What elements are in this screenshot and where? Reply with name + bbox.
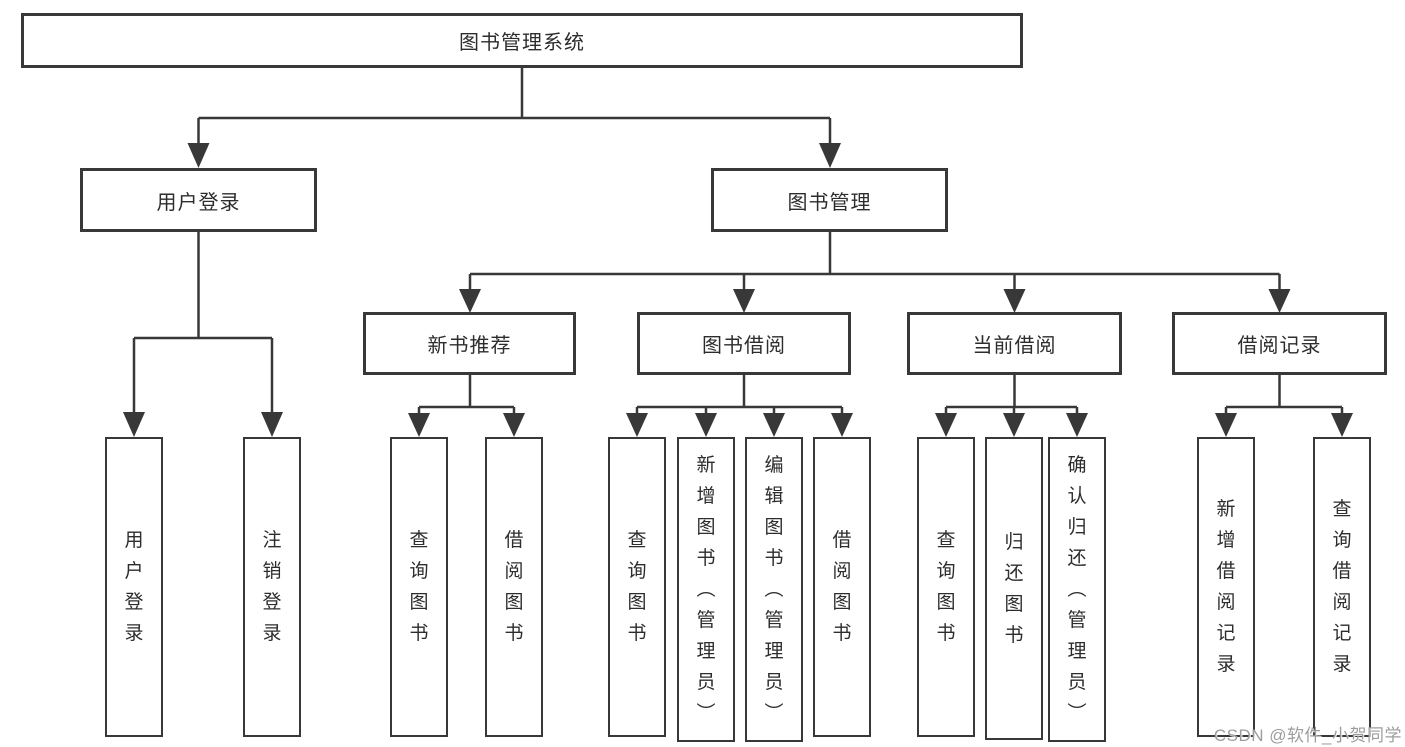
- node-borrow-records: 借阅记录: [1172, 312, 1387, 375]
- leaf-borrow-books: 借 阅 图 书: [813, 437, 871, 737]
- leaf-borrow-books-recommend: 借 阅 图 书: [485, 437, 543, 737]
- leaf-return-books: 归 还 图 书: [985, 437, 1043, 740]
- leaf-add-borrow-record: 新 增 借 阅 记 录: [1197, 437, 1255, 737]
- watermark: CSDN @软件_小贺同学: [1213, 726, 1402, 745]
- leaf-add-books-admin: 新 增 图 书 ︵ 管 理 员 ︶: [677, 437, 735, 742]
- node-library-management-system: 图书管理系统: [21, 13, 1023, 68]
- leaf-query-books-borrow: 查 询 图 书: [608, 437, 666, 737]
- leaf-user-login: 用 户 登 录: [105, 437, 163, 737]
- leaf-confirm-return-admin: 确 认 归 还 ︵ 管 理 员 ︶: [1048, 437, 1106, 742]
- node-user-login: 用户登录: [80, 168, 317, 232]
- leaf-logout: 注 销 登 录: [243, 437, 301, 737]
- leaf-query-books-current: 查 询 图 书: [917, 437, 975, 737]
- leaf-edit-books-admin: 编 辑 图 书 ︵ 管 理 员 ︶: [745, 437, 803, 742]
- node-book-management: 图书管理: [711, 168, 948, 232]
- leaf-query-books-recommend: 查 询 图 书: [390, 437, 448, 737]
- leaf-query-borrow-record: 查 询 借 阅 记 录: [1313, 437, 1371, 737]
- node-current-borrow: 当前借阅: [907, 312, 1122, 375]
- node-new-book-recommend: 新书推荐: [363, 312, 576, 375]
- node-book-borrow: 图书借阅: [637, 312, 851, 375]
